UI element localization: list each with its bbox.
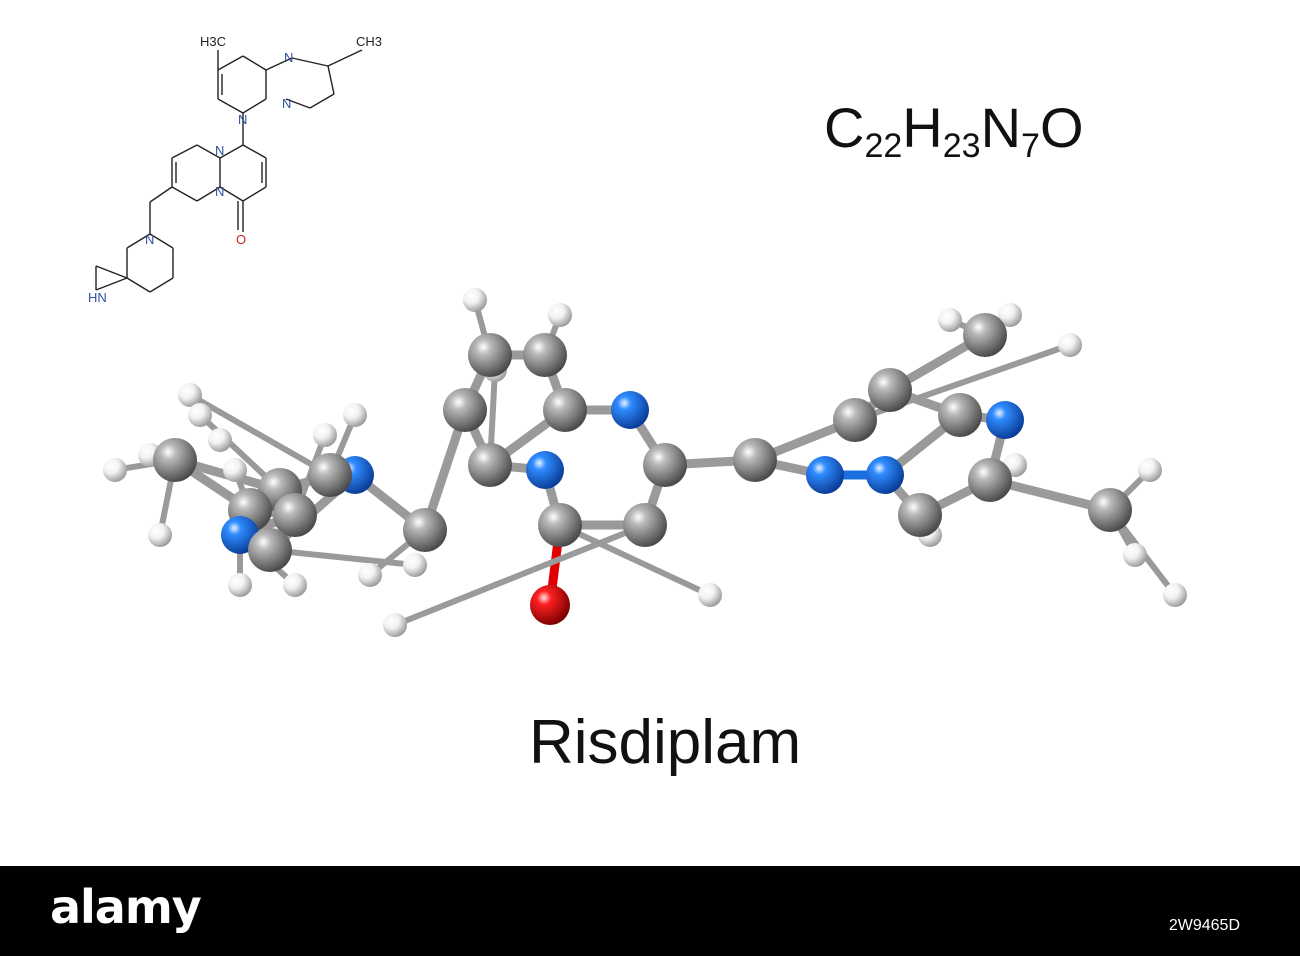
hydrogen-atom [313,423,337,447]
hydrogen-atom [283,573,307,597]
alamy-logo: alamy [50,880,202,934]
oxygen-atom [530,585,570,625]
hydrogen-atom [698,583,722,607]
formula-h-count: 23 [942,127,981,165]
core-n-upper-label: N [215,143,224,158]
formula-o: O [1039,96,1084,159]
carbon-atom [248,528,292,572]
carbon-atom [308,453,352,497]
hydrogen-atom [358,563,382,587]
nitrogen-atom [526,451,564,489]
carbon-atom [153,438,197,482]
figure-area: H3C CH3 N N N N N O N HN C22H23N7O [88,34,1187,777]
carbon-atom [898,493,942,537]
hydrogen-atom [938,308,962,332]
formula-h: H [902,96,943,159]
carbon-atom [273,493,317,537]
hydrogen-atom [548,303,572,327]
hydrogen-atom [1058,333,1082,357]
carbon-atom [538,503,582,547]
hydrogen-atom [1123,543,1147,567]
formula-c-count: 22 [864,127,903,165]
hydrogen-atom [148,523,172,547]
piperazine-n-label: N [145,232,154,247]
atom-group [103,288,1187,637]
hydrogen-atom [998,303,1022,327]
bridge-n-label: N [282,96,291,111]
bond [557,522,713,598]
hydrogen-atom [208,428,232,452]
imidazole-n-label: N [284,50,293,65]
core-n-lower-label: N [215,184,224,199]
carbonyl-o-label: O [236,232,246,247]
carbon-atom [543,388,587,432]
carbon-atom [833,398,877,442]
compound-name: Risdiplam [529,708,802,777]
hydrogen-atom [403,553,427,577]
bond [392,522,648,628]
carbon-atom [443,388,487,432]
bond [267,547,418,568]
carbon-atom [643,443,687,487]
methyl-label-right: CH3 [356,34,382,49]
carbon-atom [733,438,777,482]
bond [187,392,333,478]
nitrogen-atom [986,401,1024,439]
carbon-atom [468,333,512,377]
formula-n: N [980,96,1022,159]
hydrogen-atom [228,573,252,597]
carbon-atom [868,368,912,412]
carbon-atom [1088,488,1132,532]
hydrogen-atom [178,383,202,407]
footer-bar: alamy 2W9465D [0,866,1300,956]
hydrogen-atom [343,403,367,427]
carbon-atom [403,508,447,552]
carbon-atom [623,503,667,547]
nitrogen-atom [611,391,649,429]
image-id: 2W9465D [1168,917,1240,934]
hydrogen-atom [223,458,247,482]
hydrogen-atom [188,403,212,427]
molecular-formula: C22H23N7O [824,100,1084,164]
carbon-atom [468,443,512,487]
carbon-atom [938,393,982,437]
nitrogen-atom [806,456,844,494]
carbon-atom [523,333,567,377]
formula-n-count: 7 [1021,127,1040,165]
formula-c: C [824,96,865,159]
hydrogen-atom [383,613,407,637]
hydrogen-atom [103,458,127,482]
skeletal-formula: H3C CH3 N N N N N O N HN [88,34,382,305]
hydrogen-atom [1138,458,1162,482]
carbon-atom [963,313,1007,357]
methyl-label-upper: H3C [200,34,226,49]
ball-and-stick-model [103,288,1187,637]
hydrogen-atom [1163,583,1187,607]
pyridazine-n-label: N [238,112,247,127]
amine-label: HN [88,290,107,305]
nitrogen-atom [866,456,904,494]
hydrogen-atom [463,288,487,312]
carbon-atom [968,458,1012,502]
